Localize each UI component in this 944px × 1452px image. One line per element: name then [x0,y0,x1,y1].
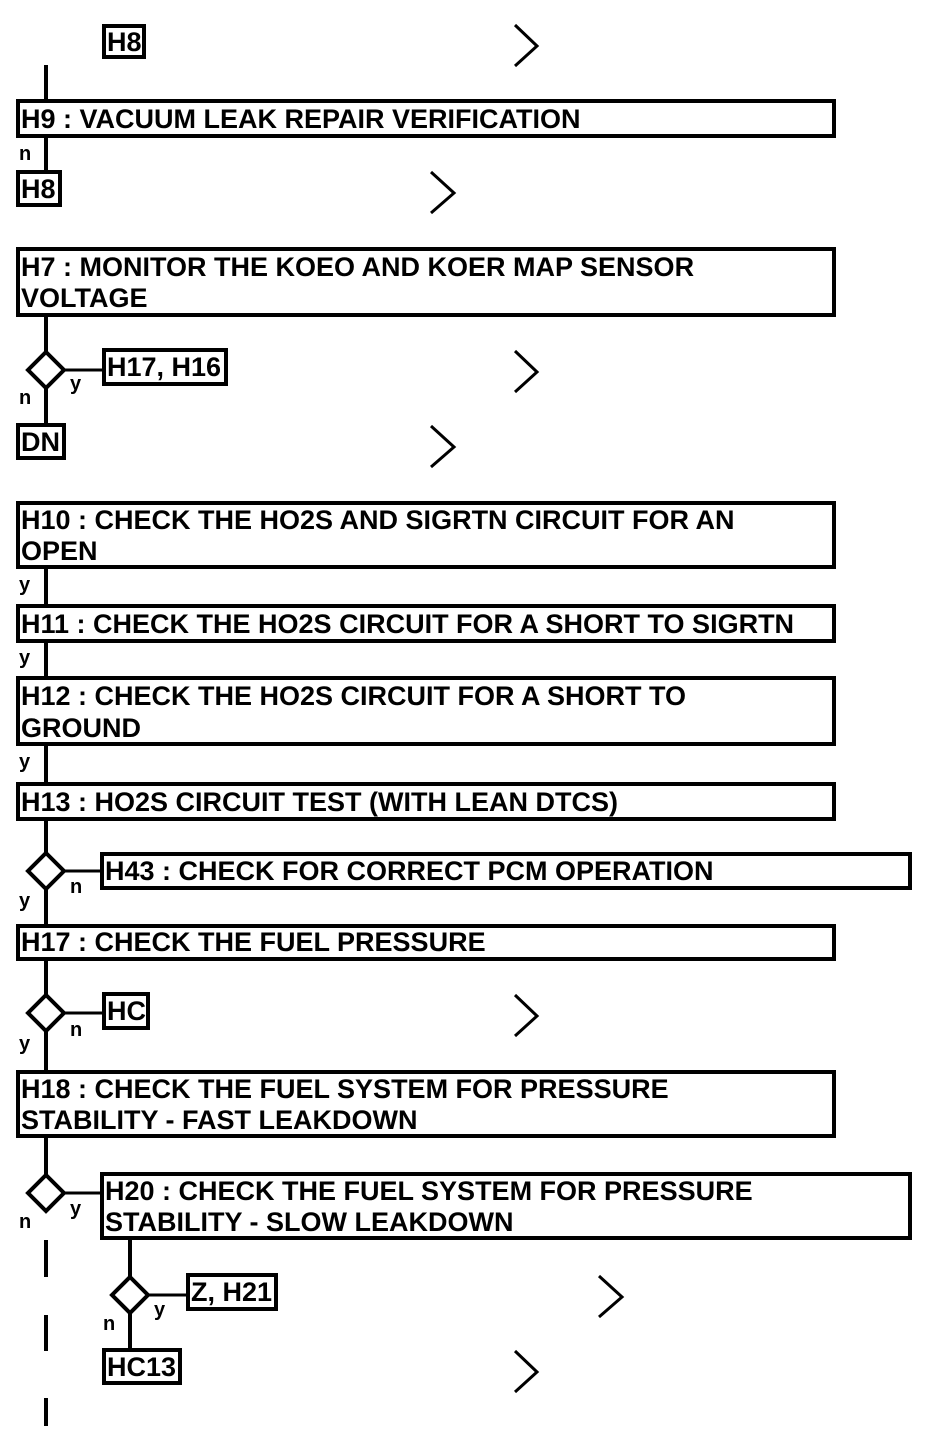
step-box-h7[interactable] [16,247,836,317]
decision-diamond [25,349,67,391]
ref-box-hc [102,992,150,1030]
branch-label-yes: y [70,373,82,395]
step-h10-label-line2: OPEN [21,536,98,566]
branch-label-yes: y [19,751,31,773]
branch-label-yes: y [19,1033,31,1055]
branch-label-yes: y [19,574,31,596]
step-h43-label: H43 : CHECK FOR CORRECT PCM OPERATION [105,856,714,886]
step-h11-label: H11 : CHECK THE HO2S CIRCUIT FOR A SHORT… [21,609,794,639]
go-to-arrow-icon[interactable] [513,1349,540,1394]
ref-box-dn [16,423,66,460]
branch-label-no: n [103,1313,115,1335]
decision-diamond [25,850,67,892]
branch-label-yes: y [19,890,31,912]
ref-box-hc13 [102,1348,182,1385]
step-h12-label-line1: H12 : CHECK THE HO2S CIRCUIT FOR A SHORT… [21,681,686,711]
step-h18-label-line2: STABILITY - FAST LEAKDOWN [21,1105,417,1135]
go-to-arrow-icon[interactable] [513,993,540,1038]
decision-diamond [109,1274,151,1316]
go-to-arrow-icon[interactable] [429,424,457,469]
step-h7-label-line2: VOLTAGE [21,283,148,313]
step-h20-label-line2: STABILITY - SLOW LEAKDOWN [105,1207,513,1237]
go-to-arrow-icon[interactable] [513,23,540,68]
ref-box-h17-h16 [102,348,228,386]
decision-diamond [25,992,67,1034]
ref-hc13: HC13 [107,1352,176,1382]
ref-dn: DN [21,427,60,457]
step-box-h18[interactable] [16,1070,836,1138]
step-h20-label-line1: H20 : CHECK THE FUEL SYSTEM FOR PRESSURE [105,1176,753,1206]
go-to-arrow-icon[interactable] [429,170,457,215]
branch-label-yes: y [19,647,31,669]
ref-hc: HC [107,996,146,1026]
branch-label-no: n [70,1019,82,1041]
step-h18-label-line1: H18 : CHECK THE FUEL SYSTEM FOR PRESSURE [21,1074,669,1104]
step-h13-label: H13 : HO2S CIRCUIT TEST (WITH LEAN DTCS) [21,787,618,817]
ref-h8-top: H8 [107,27,142,57]
ref-h8: H8 [21,174,56,204]
branch-label-no: n [70,876,82,898]
ref-box-h8-top [102,24,146,59]
step-h9-label: H9 : VACUUM LEAK REPAIR VERIFICATION [21,104,581,134]
step-h12-label-line2: GROUND [21,713,141,743]
step-box-h17[interactable] [16,924,836,961]
go-to-arrow-icon[interactable] [513,349,540,394]
step-box-h12[interactable] [16,676,836,746]
step-box-h11[interactable] [16,604,836,643]
branch-label-no: n [19,143,31,165]
ref-box-h8 [16,170,62,207]
step-box-h13[interactable] [16,782,836,821]
ref-h17-h16: H17, H16 [107,352,221,382]
ref-z-h21: Z, H21 [191,1277,272,1307]
step-box-h9[interactable] [16,99,836,138]
decision-diamond [25,1172,67,1214]
go-to-arrow-icon[interactable] [597,1274,625,1319]
step-h10-label-line1: H10 : CHECK THE HO2S AND SIGRTN CIRCUIT … [21,505,735,535]
step-box-h43[interactable] [100,852,912,890]
branch-label-no: n [19,1211,31,1233]
step-box-h10[interactable] [16,501,836,569]
step-box-h20[interactable] [100,1172,912,1240]
step-h17-label: H17 : CHECK THE FUEL PRESSURE [21,927,486,957]
step-h7-label-line1: H7 : MONITOR THE KOEO AND KOER MAP SENSO… [21,252,694,282]
branch-label-yes: y [70,1198,82,1220]
branch-label-no: n [19,387,31,409]
ref-box-z-h21 [186,1273,278,1311]
branch-label-yes: y [154,1299,166,1321]
